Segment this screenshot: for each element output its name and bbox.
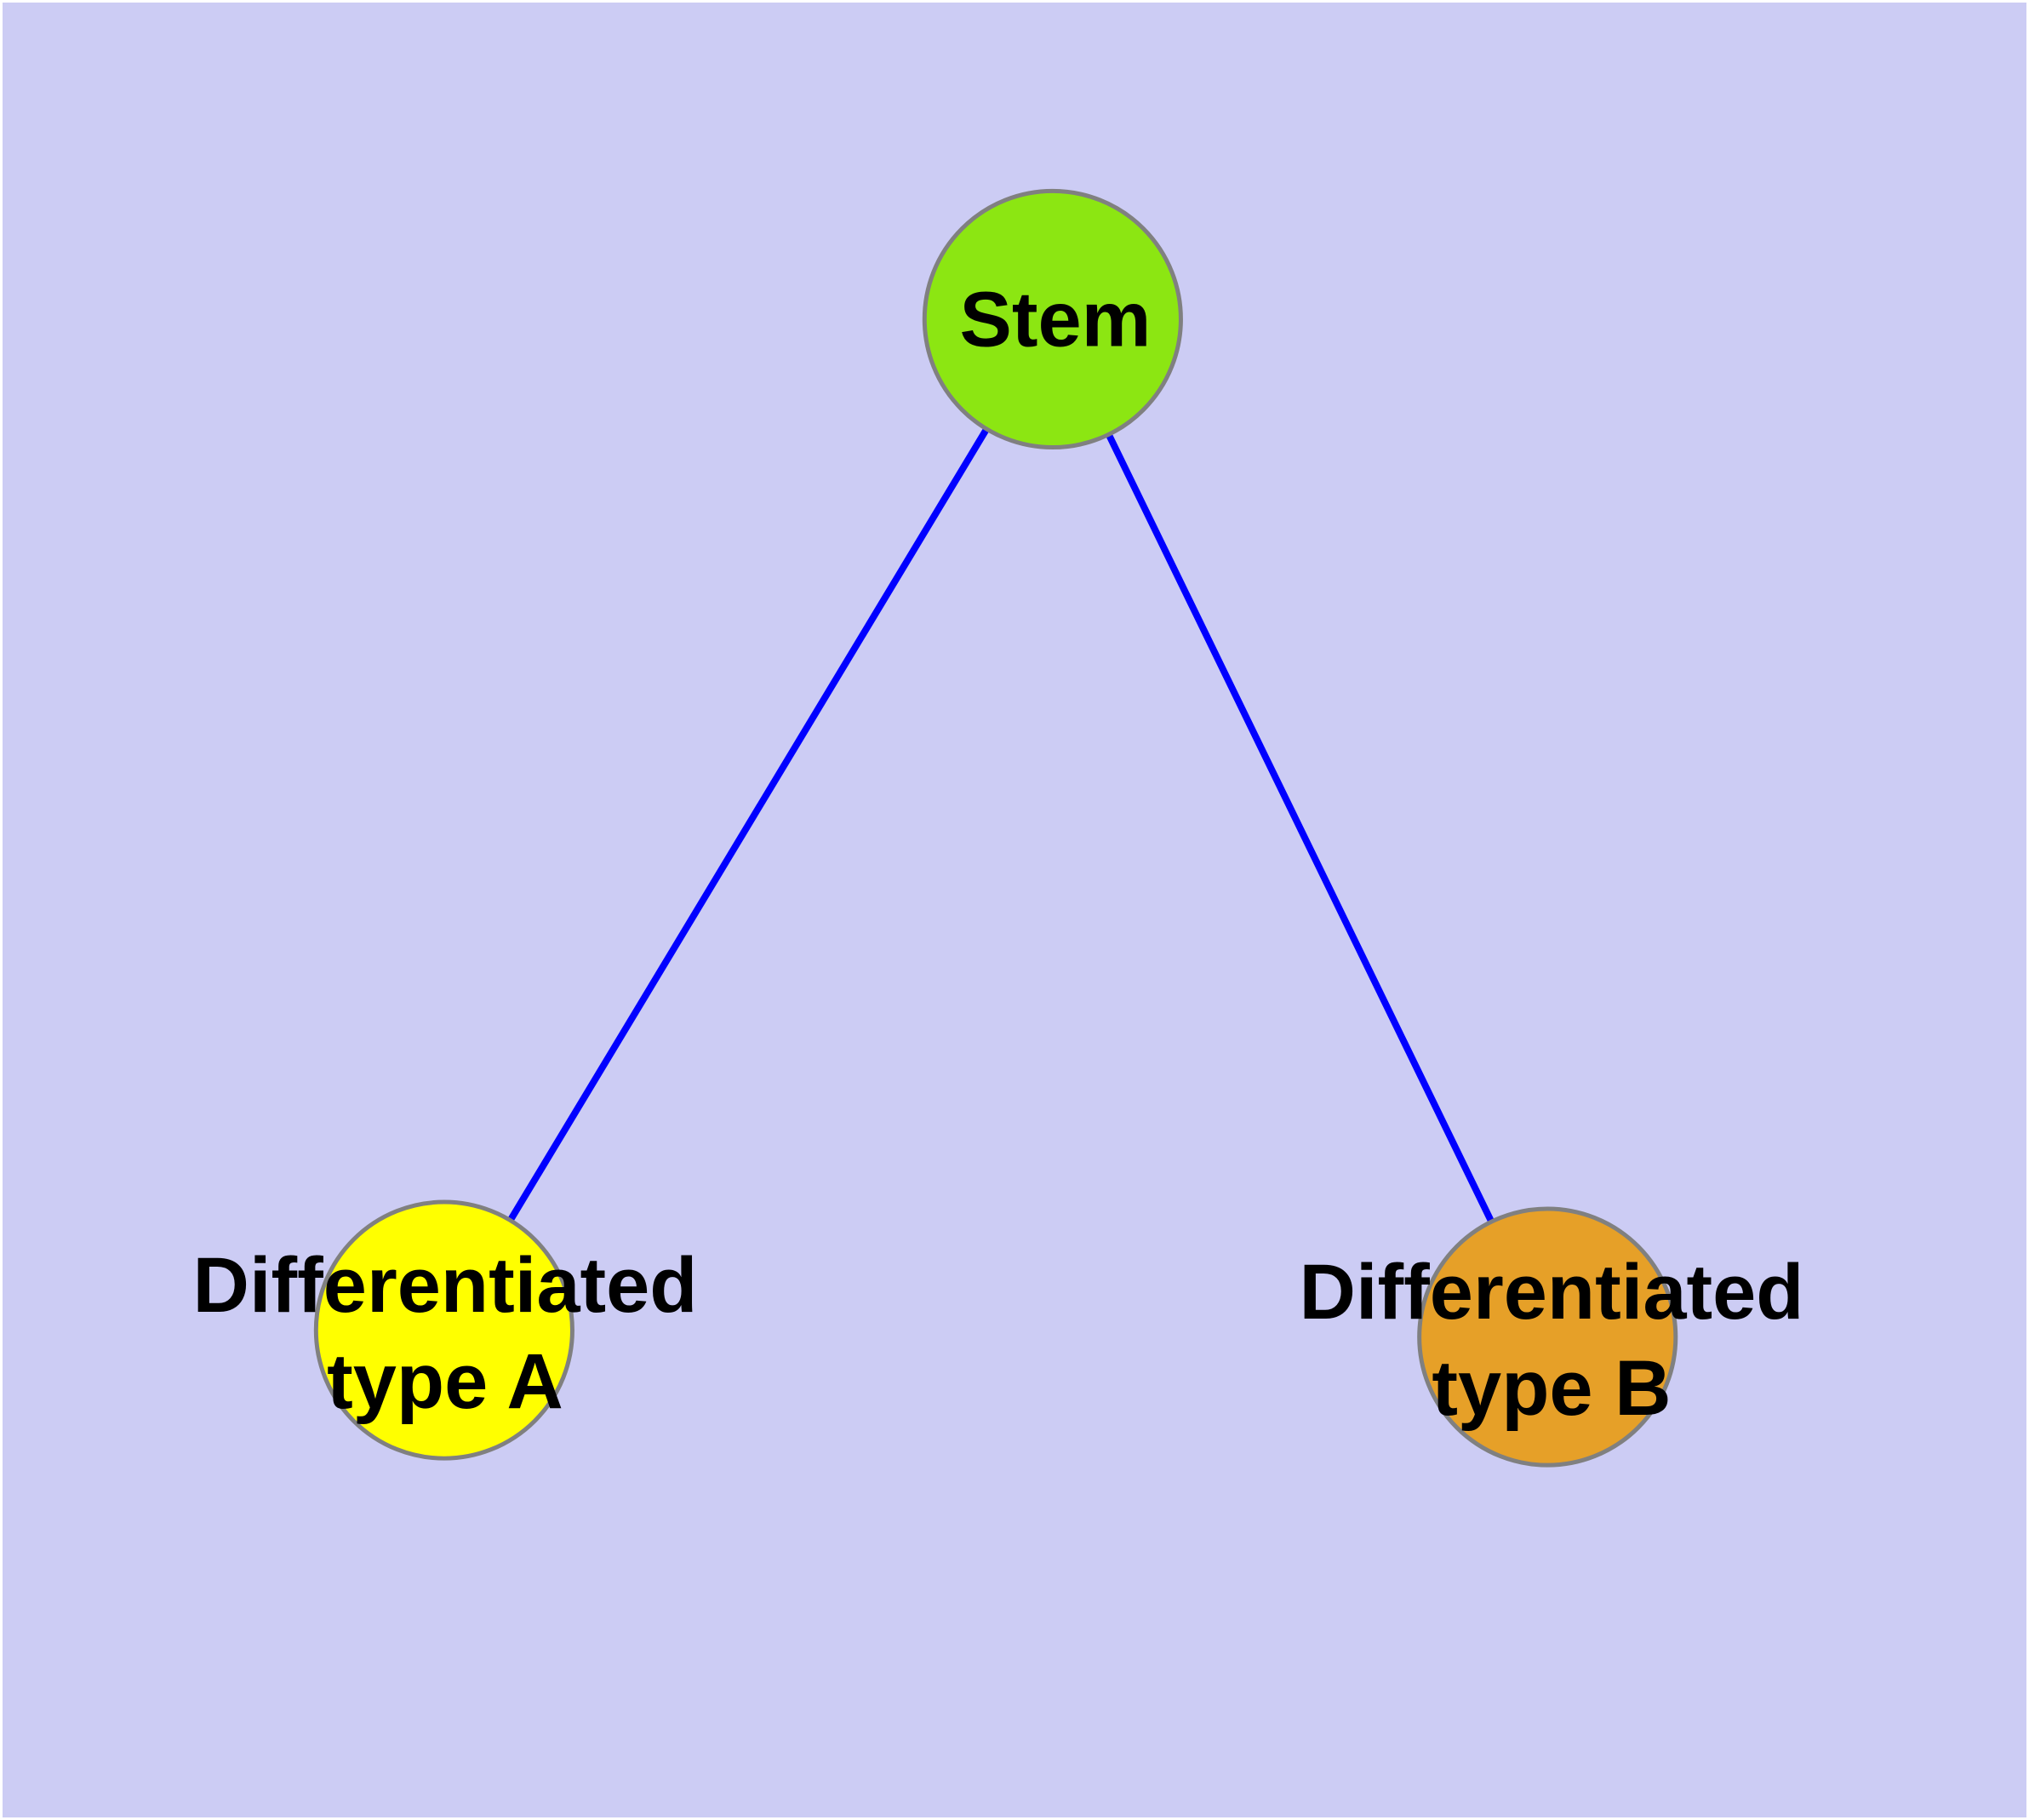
stem-node-circle bbox=[922, 188, 1183, 450]
type-b-label-line-1: Differentiated bbox=[1299, 1249, 1804, 1336]
type-a-label-line-2: type A bbox=[327, 1338, 563, 1425]
edge-stem-to-type-b bbox=[1049, 318, 1551, 1339]
type-a-node-circle bbox=[313, 1199, 574, 1461]
type-b-node-label: Differentiated type B bbox=[1300, 1245, 1804, 1437]
type-a-node-label: Differentiated type A bbox=[193, 1238, 698, 1430]
stem-node-label: Stem bbox=[960, 272, 1152, 369]
type-b-label-line-2: type B bbox=[1432, 1345, 1672, 1432]
stem-label-line-1: Stem bbox=[959, 276, 1152, 363]
graph-svg bbox=[313, 188, 1678, 1468]
edge-stem-to-type-a bbox=[441, 317, 1056, 1332]
type-a-label-line-1: Differentiated bbox=[192, 1242, 698, 1329]
type-b-node-circle bbox=[1417, 1206, 1678, 1468]
